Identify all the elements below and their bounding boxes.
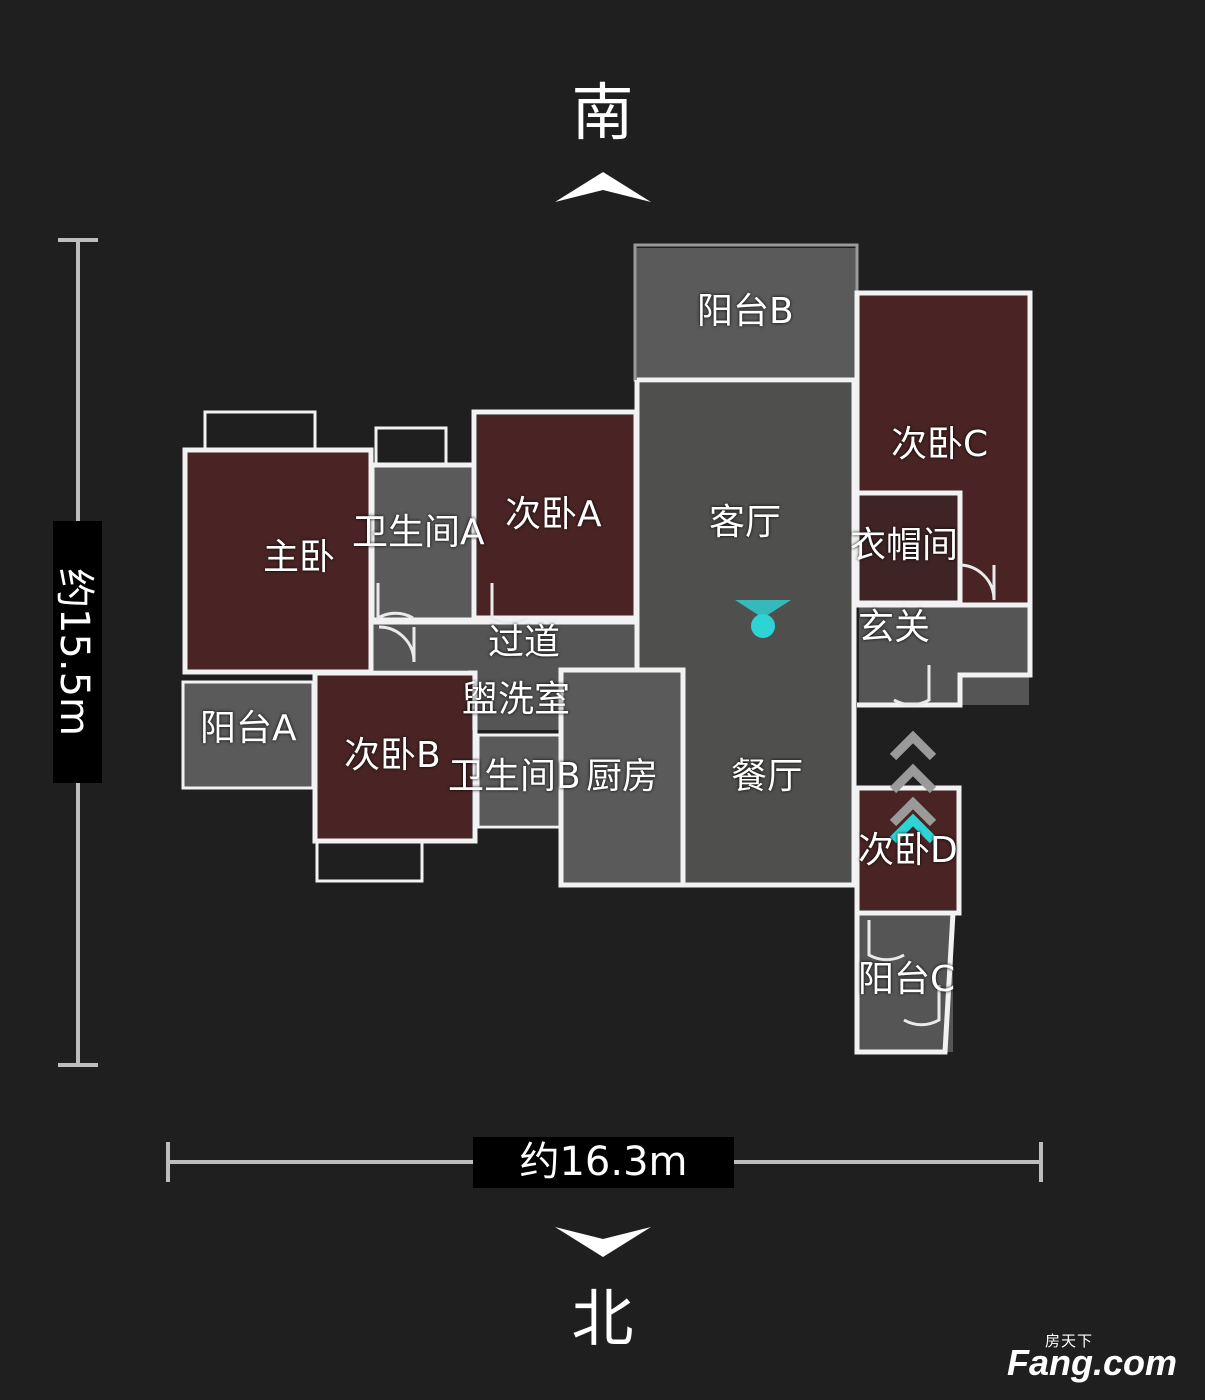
- room-label-washroom: 盥洗室: [462, 679, 571, 720]
- bathroom-b-floor: [478, 735, 560, 825]
- washroom-floor: [468, 670, 563, 730]
- width-dimension-badge: [473, 1137, 734, 1188]
- width-dimension-label: 约16.3m: [519, 1139, 688, 1185]
- room-label-master-bedroom: 主卧: [263, 537, 336, 578]
- room-label-bedroom-c: 次卧C: [891, 424, 989, 465]
- fang-logo: 房天下 Fang.com: [1007, 1328, 1192, 1383]
- cloakroom-floor: [859, 493, 959, 603]
- north-arrow-icon: [555, 1227, 651, 1257]
- bedroom-b-floor: [317, 675, 472, 840]
- room-label-bedroom-b: 次卧B: [344, 735, 441, 776]
- height-dimension-badge: [53, 521, 102, 783]
- room-label-bathroom-a: 卫生间A: [352, 512, 485, 553]
- corridor-floor: [372, 620, 639, 670]
- room-label-balcony-b: 阳台B: [697, 291, 794, 332]
- north-label: 北: [571, 1282, 634, 1355]
- master-bedroom-floor: [187, 450, 369, 672]
- chevron-up-icon: [889, 730, 937, 827]
- entrance-floor: [859, 605, 1029, 705]
- room-label-balcony-c: 阳台C: [858, 959, 956, 1000]
- room-floors: [183, 248, 1029, 1052]
- room-label-bedroom-d: 次卧D: [858, 830, 958, 871]
- height-dimension-label: 约15.5m: [51, 567, 97, 737]
- fang-logo-text: Fang.com: [1007, 1342, 1178, 1383]
- room-label-bedroom-a: 次卧A: [505, 494, 602, 535]
- location-marker-icon: [735, 600, 791, 638]
- kitchen-floor: [563, 672, 681, 885]
- walls: [181, 243, 1033, 1055]
- doors: [376, 563, 996, 1027]
- balcony-c-floor: [858, 912, 953, 1052]
- room-label-dining-room: 餐厅: [731, 756, 804, 797]
- balcony-b-floor: [635, 248, 857, 380]
- room-label-cloakroom: 衣帽间: [850, 525, 959, 566]
- fang-logo-small-text: 房天下: [1045, 1332, 1094, 1350]
- entry-chevron-icon: [889, 813, 937, 844]
- room-label-bathroom-b: 卫生间B: [448, 756, 581, 797]
- room-label-corridor: 过道: [488, 622, 561, 663]
- room-label-living-room: 客厅: [709, 502, 782, 543]
- room-label-entrance: 玄关: [858, 607, 931, 648]
- room-label-balcony-a: 阳台A: [200, 708, 297, 749]
- bedroom-a-floor: [477, 415, 635, 618]
- balcony-a-floor: [183, 682, 313, 787]
- south-label: 南: [571, 76, 634, 149]
- bathroom-a-floor: [372, 465, 472, 620]
- room-label-kitchen: 厨房: [586, 756, 659, 797]
- south-arrow-icon: [555, 172, 651, 202]
